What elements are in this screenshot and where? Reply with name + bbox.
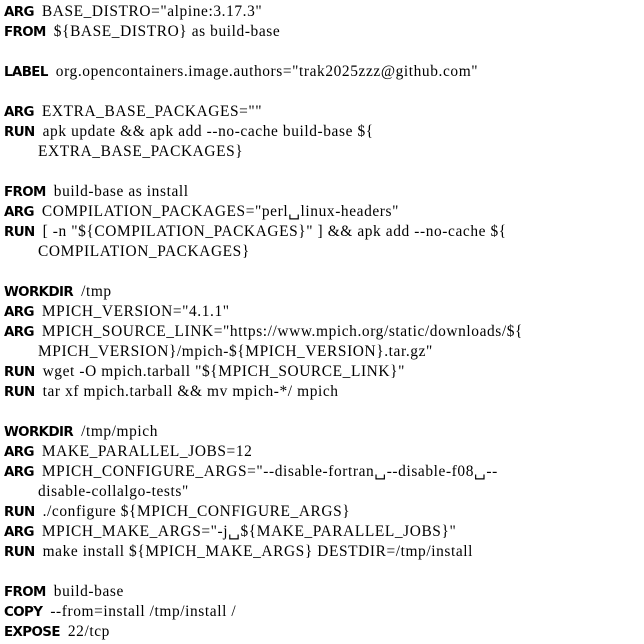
code-line: FROM build-base as install — [4, 182, 644, 202]
code-line: EXPOSE 22/tcp — [4, 622, 644, 642]
keyword: ARG — [4, 5, 34, 20]
code-text: build-base — [53, 583, 124, 600]
code-line: RUN make install ${MPICH_MAKE_ARGS} DESTD… — [4, 542, 644, 562]
keyword: WORKDIR — [4, 285, 74, 300]
code-line: ARG MPICH_VERSION="4.1.1" — [4, 302, 644, 322]
keyword: LABEL — [4, 65, 48, 80]
code-line: WORKDIR/tmp — [4, 282, 644, 302]
code-line: RUN apk update && apk add --no-cache buil… — [4, 122, 644, 142]
keyword: ARG — [4, 305, 34, 320]
code-line: RUN [ -n "${COMPILATION_PACKAGES}" ] && a… — [4, 222, 644, 242]
code-text: ${BASE_DISTRO} as build-base — [53, 23, 281, 40]
code-line: LABEL org.opencontainers.image.authors="t… — [4, 62, 644, 82]
code-line: FROM build-base — [4, 582, 644, 602]
keyword: RUN — [4, 545, 35, 560]
keyword: ARG — [4, 525, 34, 540]
code-line: ARG MPICH_SOURCE_LINK="https://www.mpich.… — [4, 322, 644, 342]
code-text: COMPILATION_PACKAGES="perl␣linux-headers… — [41, 203, 400, 220]
code-line: WORKDIR/tmp/mpich — [4, 422, 644, 442]
keyword: EXPOSE — [4, 625, 60, 640]
code-text: MAKE_PARALLEL_JOBS=12 — [41, 443, 253, 460]
code-text: disable-collalgo-tests" — [38, 483, 189, 500]
code-line: RUN tar xf mpich.tarball && mv mpich-*/ m… — [4, 382, 644, 402]
keyword: FROM — [4, 185, 46, 200]
code-text: /tmp/mpich — [81, 423, 159, 440]
continuation-line: MPICH_VERSION}/mpich-${MPICH_VERSION}.ta… — [4, 342, 644, 362]
continuation-line: COMPILATION_PACKAGES} — [4, 242, 644, 262]
keyword: COPY — [4, 605, 43, 620]
blank-line — [4, 42, 644, 62]
code-line: RUN wget -O mpich.tarball "${MPICH_SOURCE… — [4, 362, 644, 382]
keyword: RUN — [4, 385, 35, 400]
keyword: RUN — [4, 225, 35, 240]
blank-line — [4, 562, 644, 582]
code-line: FROM ${BASE_DISTRO} as build-base — [4, 22, 644, 42]
code-text: build-base as install — [53, 183, 189, 200]
code-text: ./configure ${MPICH_CONFIGURE_ARGS} — [42, 503, 351, 520]
keyword: RUN — [4, 365, 35, 380]
blank-line — [4, 162, 644, 182]
code-text: org.opencontainers.image.authors="trak20… — [55, 63, 479, 80]
continuation-line: disable-collalgo-tests" — [4, 482, 644, 502]
code-text: MPICH_CONFIGURE_ARGS="--disable-fortran␣… — [41, 463, 498, 480]
keyword: WORKDIR — [4, 425, 74, 440]
code-line: ARG MPICH_MAKE_ARGS="-j␣${MAKE_PARALLEL_J… — [4, 522, 644, 542]
code-text: MPICH_VERSION}/mpich-${MPICH_VERSION}.ta… — [38, 343, 433, 360]
keyword: ARG — [4, 105, 34, 120]
code-text: EXTRA_BASE_PACKAGES="" — [41, 103, 263, 120]
code-line: ARG COMPILATION_PACKAGES="perl␣linux-head… — [4, 202, 644, 222]
keyword: ARG — [4, 445, 34, 460]
blank-line — [4, 82, 644, 102]
blank-line — [4, 262, 644, 282]
code-text: COMPILATION_PACKAGES} — [38, 243, 250, 260]
code-text: tar xf mpich.tarball && mv mpich-*/ mpic… — [42, 383, 339, 400]
code-text: wget -O mpich.tarball "${MPICH_SOURCE_LI… — [42, 363, 405, 380]
code-text: make install ${MPICH_MAKE_ARGS} DESTDIR=… — [42, 543, 474, 560]
keyword: ARG — [4, 205, 34, 220]
keyword: ARG — [4, 325, 34, 340]
code-line: ARG MAKE_PARALLEL_JOBS=12 — [4, 442, 644, 462]
code-text: BASE_DISTRO="alpine:3.17.3" — [41, 3, 263, 20]
code-text: --from=install /tmp/install / — [50, 603, 237, 620]
keyword: ARG — [4, 465, 34, 480]
code-line: ARG MPICH_CONFIGURE_ARGS="--disable-fortr… — [4, 462, 644, 482]
code-text: [ -n "${COMPILATION_PACKAGES}" ] && apk … — [42, 223, 507, 240]
code-text: /tmp — [81, 283, 112, 300]
code-text: apk update && apk add --no-cache build-b… — [42, 123, 374, 140]
keyword: RUN — [4, 125, 35, 140]
keyword: RUN — [4, 505, 35, 520]
code-text: EXTRA_BASE_PACKAGES} — [38, 143, 244, 160]
blank-line — [4, 402, 644, 422]
code-line: COPY --from=install /tmp/install / — [4, 602, 644, 622]
keyword: FROM — [4, 25, 46, 40]
code-text: MPICH_SOURCE_LINK="https://www.mpich.org… — [41, 323, 524, 340]
code-line: ARG EXTRA_BASE_PACKAGES="" — [4, 102, 644, 122]
keyword: FROM — [4, 585, 46, 600]
code-text: 22/tcp — [67, 623, 110, 640]
continuation-line: EXTRA_BASE_PACKAGES} — [4, 142, 644, 162]
code-text: MPICH_VERSION="4.1.1" — [41, 303, 230, 320]
code-line: RUN ./configure ${MPICH_CONFIGURE_ARGS} — [4, 502, 644, 522]
code-line: ARG BASE_DISTRO="alpine:3.17.3" — [4, 2, 644, 22]
code-text: MPICH_MAKE_ARGS="-j␣${MAKE_PARALLEL_JOBS… — [41, 523, 457, 540]
